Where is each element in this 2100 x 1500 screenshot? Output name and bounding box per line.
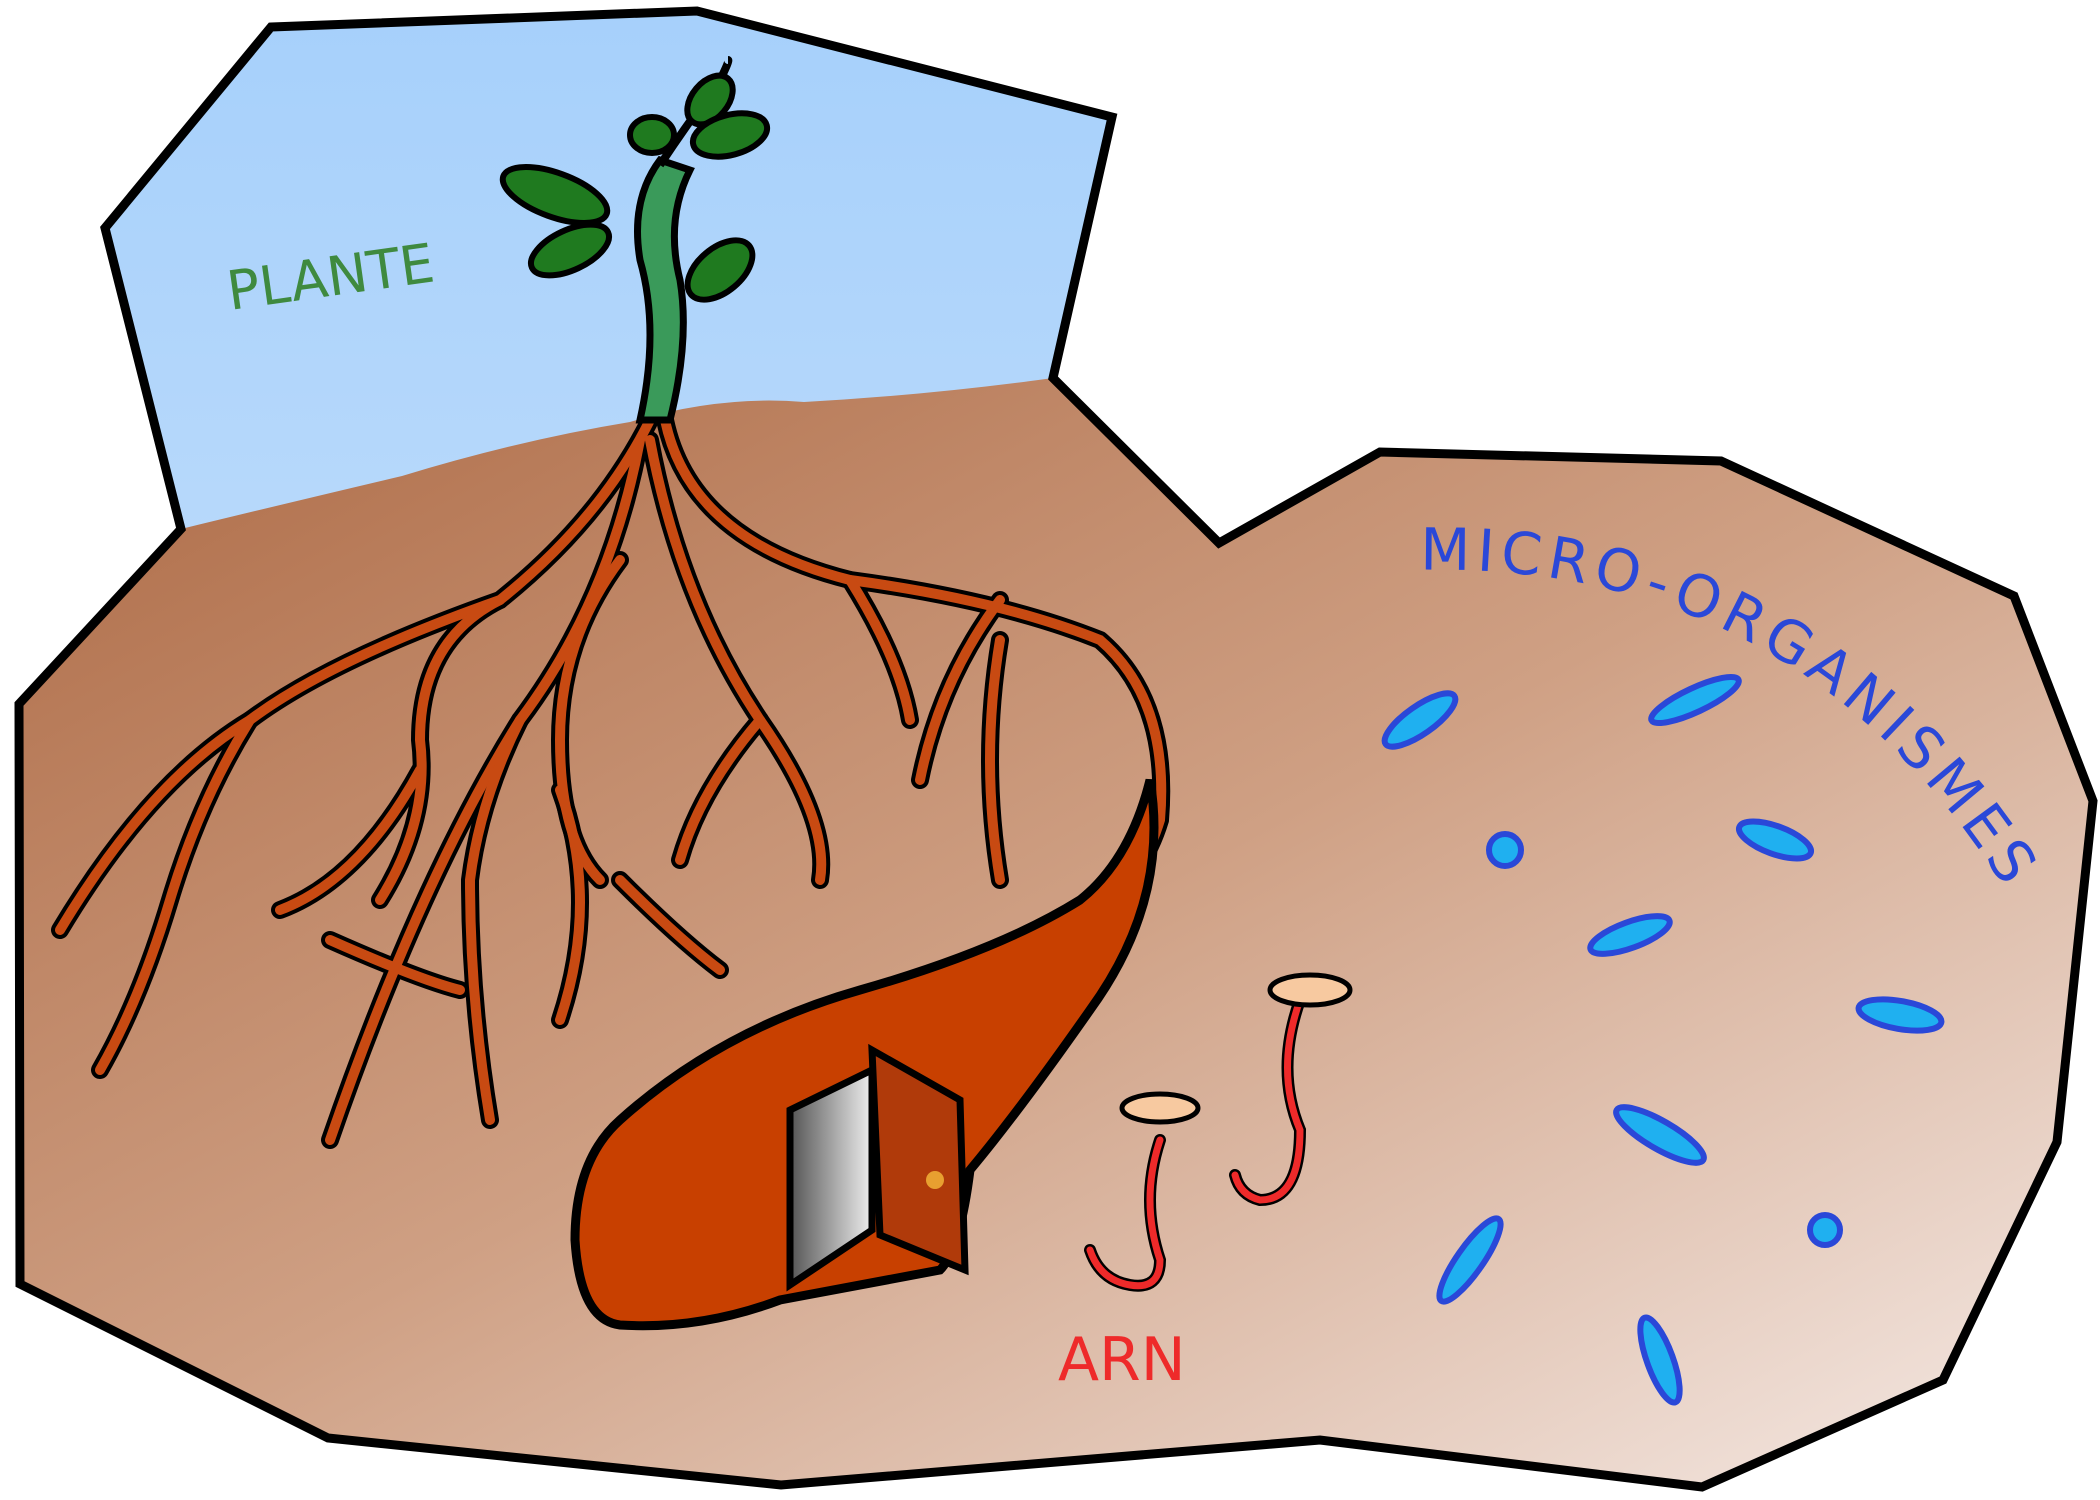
plant-roots bbox=[51, 411, 1171, 1149]
microbe bbox=[1735, 818, 1815, 862]
diagram-outline bbox=[14, 6, 2098, 1492]
microbe bbox=[1436, 1215, 1504, 1305]
leaf bbox=[627, 114, 677, 156]
rna-molecules bbox=[1084, 972, 1353, 1292]
microbe bbox=[1637, 1314, 1683, 1406]
doorway bbox=[786, 1064, 876, 1292]
microbe bbox=[1807, 1212, 1843, 1248]
microorganisms bbox=[1381, 673, 1945, 1406]
microbe bbox=[1486, 831, 1524, 869]
root-nodule-with-door bbox=[570, 778, 1159, 1331]
door-knob bbox=[926, 1171, 944, 1189]
leaf bbox=[528, 221, 612, 279]
microbe bbox=[1381, 690, 1459, 750]
door bbox=[868, 1043, 969, 1276]
leaf bbox=[684, 72, 736, 128]
leaf bbox=[684, 237, 756, 303]
microbe bbox=[1648, 673, 1742, 727]
microbe bbox=[1855, 996, 1945, 1034]
microbe bbox=[1587, 913, 1673, 957]
leaf bbox=[689, 110, 771, 160]
leaf bbox=[499, 164, 611, 226]
microbe bbox=[1613, 1104, 1707, 1166]
rna-label: ARN bbox=[1058, 1325, 1186, 1395]
